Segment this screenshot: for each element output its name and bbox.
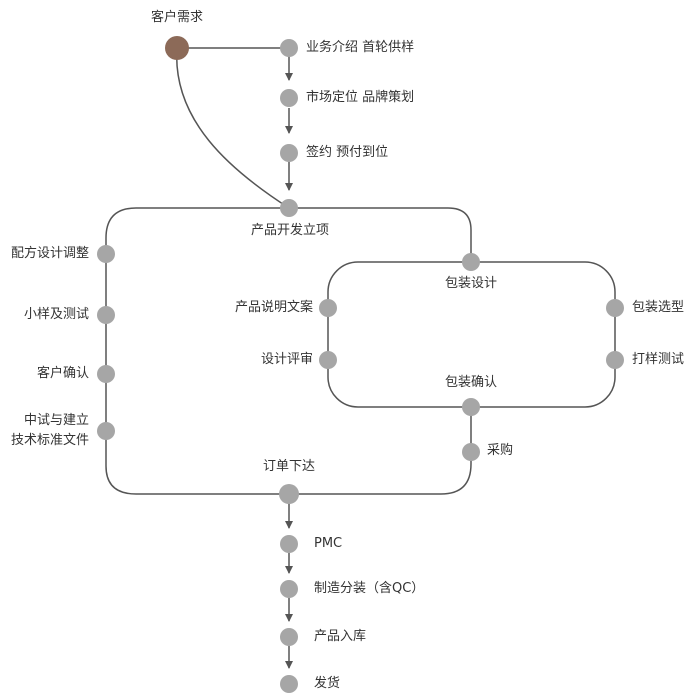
node-warehousing xyxy=(280,628,298,646)
label-copywriting: 产品说明文案 xyxy=(234,300,313,315)
to-packaging-connector xyxy=(289,207,472,262)
node-design-review xyxy=(319,351,337,369)
node-manufacturing xyxy=(280,580,298,598)
node-customer-confirm xyxy=(97,365,115,383)
start-node xyxy=(165,36,189,60)
label-market-positioning: 市场定位 品牌策划 xyxy=(306,90,415,105)
label-customer-confirm: 客户确认 xyxy=(36,366,89,381)
label-purchase: 采购 xyxy=(487,443,514,458)
label-contract: 签约 预付到位 xyxy=(306,145,389,160)
node-packaging-selection xyxy=(606,299,624,317)
label-packaging-confirm: 包装确认 xyxy=(444,375,497,390)
label-pilot: 中试与建立 技术标准文件 xyxy=(10,413,89,448)
label-shipping: 发货 xyxy=(314,676,341,691)
purchase-connector xyxy=(289,407,472,495)
label-order: 订单下达 xyxy=(262,459,315,474)
label-sample-test: 小样及测试 xyxy=(23,307,89,322)
label-warehousing: 产品入库 xyxy=(314,629,367,644)
node-shipping xyxy=(280,675,298,693)
node-market-positioning xyxy=(280,89,298,107)
node-pmc xyxy=(280,535,298,553)
node-formula xyxy=(97,245,115,263)
node-contract xyxy=(280,144,298,162)
node-proof-test xyxy=(606,351,624,369)
node-packaging-design xyxy=(462,253,480,271)
node-copywriting xyxy=(319,299,337,317)
node-sample-test xyxy=(97,306,115,324)
label-business-intro: 业务介绍 首轮供样 xyxy=(306,40,415,55)
label-proof-test: 打样测试 xyxy=(632,352,685,367)
label-packaging-selection: 包装选型 xyxy=(632,300,685,315)
label-pmc: PMC xyxy=(314,536,343,551)
label-project-start: 产品开发立项 xyxy=(250,223,329,238)
development-loop xyxy=(105,207,289,495)
start-curve-connector xyxy=(176,47,290,209)
node-order xyxy=(279,484,299,504)
node-pilot xyxy=(97,422,115,440)
node-business-intro xyxy=(280,39,298,57)
label-start: 客户需求 xyxy=(150,10,203,25)
label-design-review: 设计评审 xyxy=(260,352,313,367)
label-formula: 配方设计调整 xyxy=(10,246,89,261)
node-project-start xyxy=(280,199,298,217)
node-packaging-confirm xyxy=(462,398,480,416)
node-purchase xyxy=(462,443,480,461)
label-packaging-design: 包装设计 xyxy=(444,276,497,291)
label-manufacturing: 制造分装（含QC） xyxy=(314,581,425,596)
